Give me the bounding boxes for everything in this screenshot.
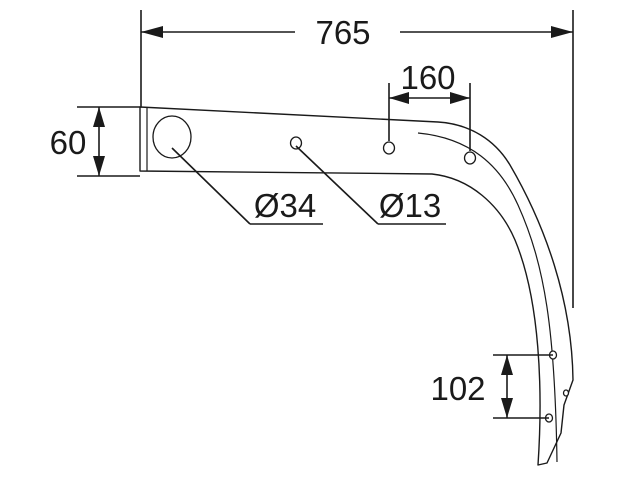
arrow-765-right	[551, 26, 573, 38]
arrow-160-right	[450, 92, 470, 104]
small-hole-right	[463, 151, 477, 165]
dim-label-160: 160	[400, 59, 455, 96]
arrow-102-top	[501, 355, 513, 375]
tip-hole-edge	[562, 389, 570, 397]
dim-label-765: 765	[315, 14, 370, 51]
arrow-60-top	[93, 107, 105, 127]
arrow-765-left	[141, 26, 163, 38]
arrow-160-left	[389, 92, 409, 104]
large-hole	[152, 115, 192, 159]
arrow-102-bottom	[501, 398, 513, 418]
dim-label-34: Ø34	[254, 187, 316, 224]
small-hole-left	[382, 141, 396, 155]
small-hole-beam	[289, 136, 303, 150]
tine-inner-edge	[417, 132, 558, 463]
leader-34	[171, 147, 251, 225]
dim-label-13: Ø13	[379, 187, 441, 224]
arrow-60-bottom	[93, 156, 105, 176]
dim-label-102: 102	[430, 370, 485, 407]
leader-13	[295, 145, 379, 225]
dim-label-60: 60	[50, 124, 87, 161]
